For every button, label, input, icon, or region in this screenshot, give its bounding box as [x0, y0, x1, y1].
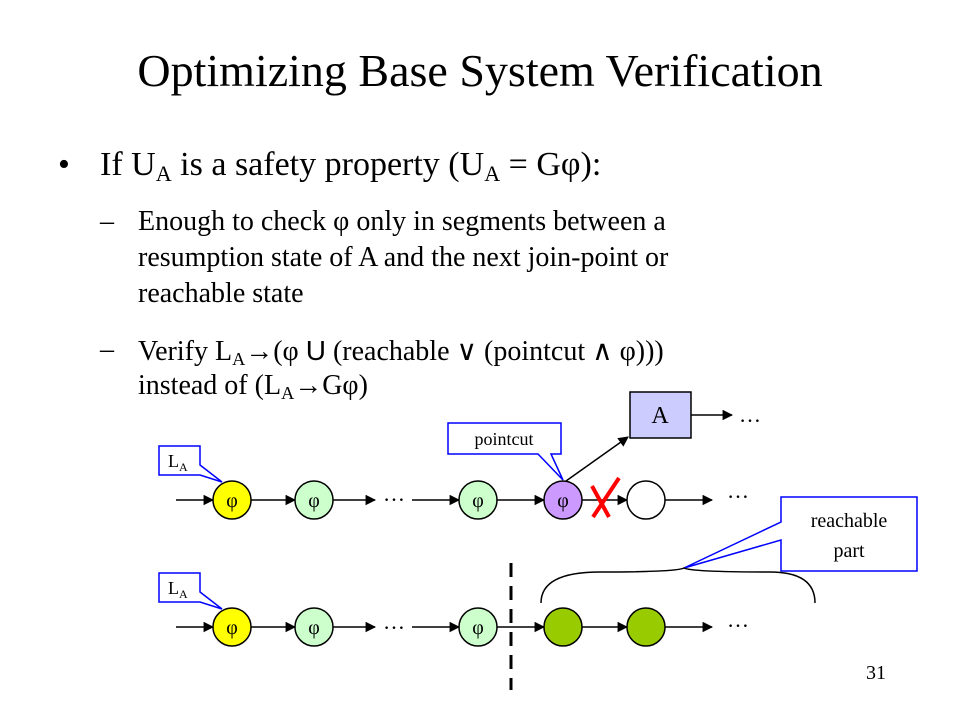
state-node-reachable	[543, 607, 583, 647]
verify-formula: Verify LA→(φ U (reachable ∨ (pointcut ∧ …	[138, 335, 664, 370]
la-label: LA	[168, 578, 188, 601]
reachable-callout	[683, 496, 918, 572]
sub-bullet-line: Enough to check φ only in segments betwe…	[138, 206, 666, 237]
bottom-trace: φ φ φ … … LA	[158, 563, 816, 690]
state-node-pointcut	[543, 480, 583, 520]
state-node-yellow	[212, 607, 252, 647]
la-label: LA	[168, 451, 188, 474]
state-node	[294, 480, 334, 520]
sub-bullet-line: resumption state of A and the next join-…	[138, 242, 669, 273]
phi-label: φ	[226, 617, 238, 639]
phi-label: φ	[472, 617, 484, 639]
state-node-empty	[626, 480, 666, 520]
phi-label: φ	[557, 490, 569, 512]
bullet-safety-property: If UA is a safety property (UA = Gφ):	[100, 146, 602, 187]
state-node	[294, 607, 334, 647]
ellipsis: …	[727, 607, 749, 632]
ellipsis: …	[739, 402, 761, 427]
phi-label: φ	[308, 617, 320, 639]
aspect-box	[629, 391, 692, 439]
sub-bullet-line: reachable state	[138, 278, 304, 309]
state-node	[458, 480, 498, 520]
sub-bullet-dash: –	[100, 334, 114, 365]
state-node-reachable	[626, 607, 666, 647]
cross-mark	[590, 485, 611, 518]
slide-title: Optimizing Base System Verification	[137, 45, 823, 96]
instead-formula: instead of (LA→Gφ)	[138, 370, 368, 404]
pointcut-label: pointcut	[475, 429, 534, 449]
sub-bullet-dash: –	[100, 206, 114, 237]
page-number: 31	[866, 662, 886, 684]
cross-mark	[591, 476, 621, 519]
phi-label: φ	[308, 490, 320, 512]
phi-label: φ	[472, 490, 484, 512]
reachable-brace	[540, 567, 816, 604]
phi-label: φ	[226, 490, 238, 512]
aspect-label: A	[651, 403, 669, 429]
reachable-label: reachable	[811, 510, 888, 532]
state-node	[458, 607, 498, 647]
ellipsis: …	[383, 609, 405, 634]
state-node-yellow	[212, 480, 252, 520]
ellipsis: …	[383, 481, 405, 506]
reachable-label: part	[833, 540, 865, 562]
pointcut-callout	[447, 422, 564, 481]
bullet-marker: •	[58, 146, 70, 183]
la-callout	[158, 445, 223, 483]
top-trace: φ φ φ φ … … LA pointcut A … reachable pa…	[158, 391, 918, 572]
la-callout	[158, 572, 223, 610]
ellipsis: …	[727, 478, 749, 503]
